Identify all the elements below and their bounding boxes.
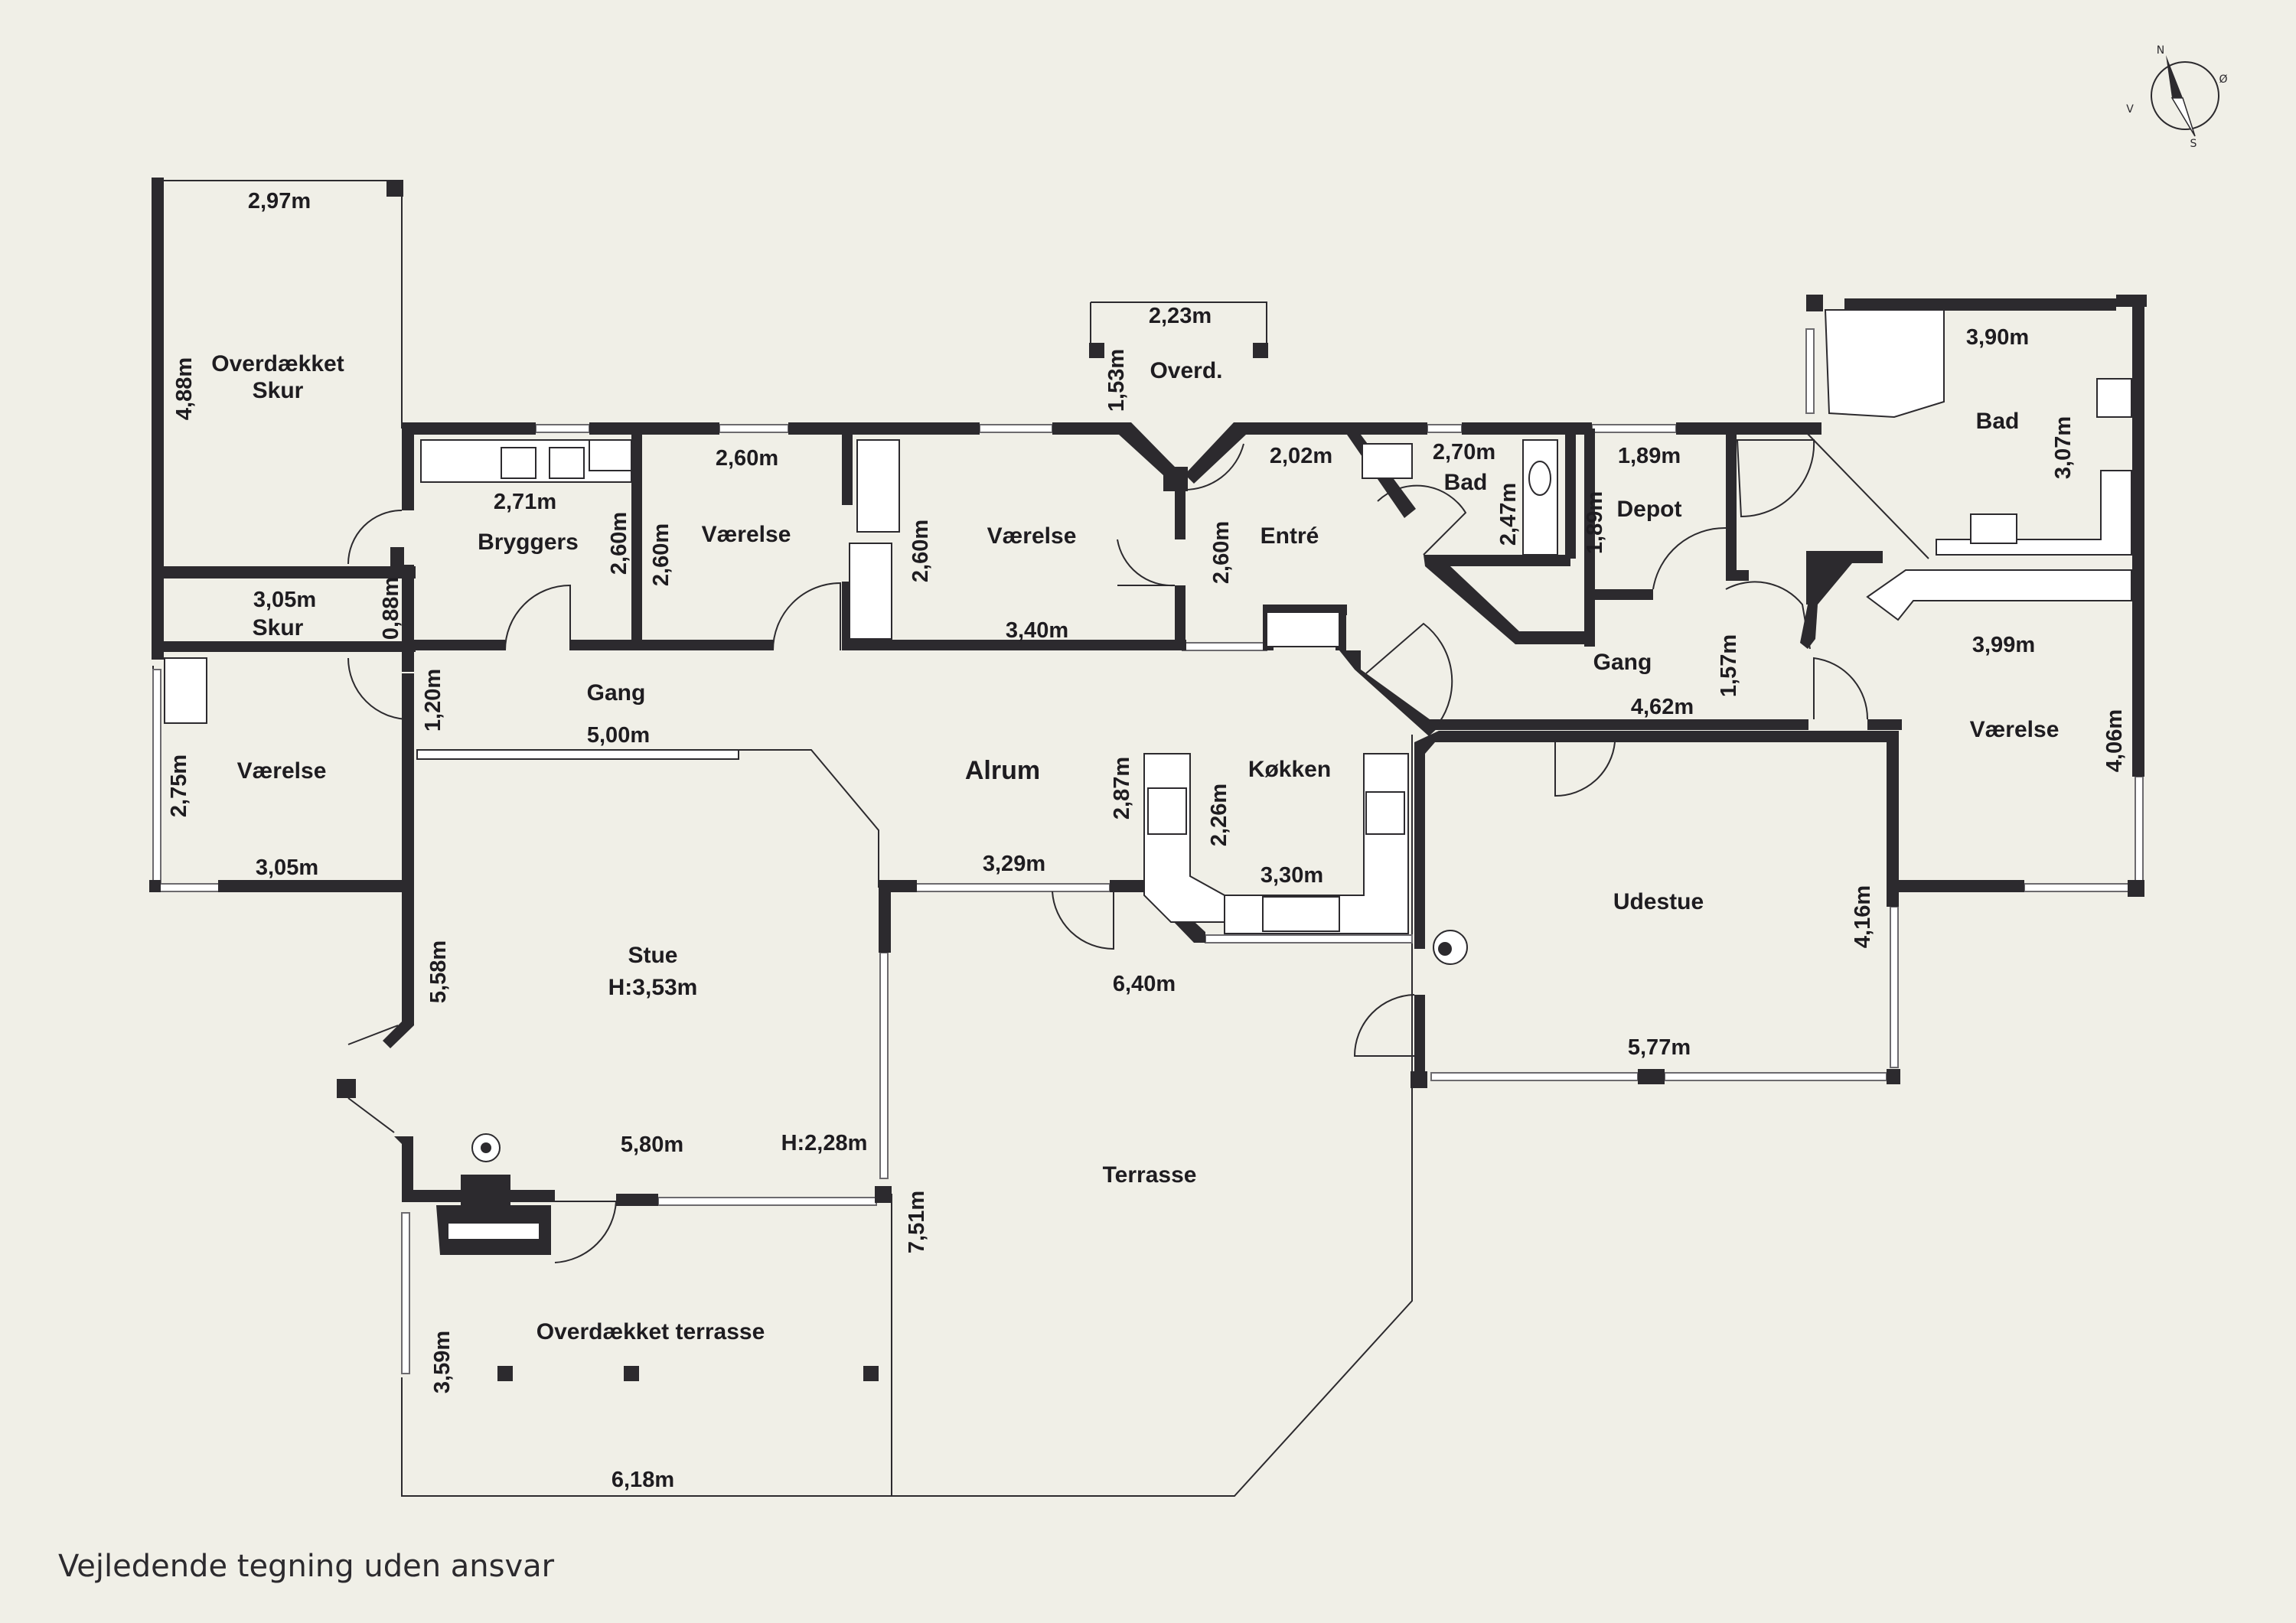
room-label-bad-large: Bad <box>1976 409 2020 434</box>
dim-vaerelse-1-h: 2,60m <box>649 523 673 586</box>
dim-vaerelse-1-w: 2,60m <box>716 446 778 471</box>
room-label-terrasse: Terrasse <box>1103 1162 1197 1188</box>
fixtures <box>164 309 2132 1381</box>
compass-north: N <box>2157 44 2164 57</box>
room-label-bad-small: Bad <box>1444 470 1488 495</box>
dim-entre-w: 2,02m <box>1270 444 1332 468</box>
room-label-koekken: Køkken <box>1248 757 1331 782</box>
dimension-labels: 2,97m 3,05m 2,71m 2,60m 3,40m 2,23m 2,02… <box>167 189 2127 1492</box>
dim-vaerelse-west-h: 2,75m <box>167 754 191 817</box>
room-label-udestue: Udestue <box>1613 889 1704 914</box>
dim-koekken-h-inner: 2,26m <box>1207 784 1231 846</box>
dim-stue-w: 5,80m <box>621 1133 683 1157</box>
room-label-stue-height: H:3,53m <box>608 975 698 1000</box>
dim-entre-h: 2,60m <box>1209 521 1234 584</box>
dim-overdaekket-skur-w: 2,97m <box>248 189 311 213</box>
dim-alrum-w: 3,29m <box>983 852 1045 876</box>
dim-stue-h: 5,58m <box>426 940 451 1003</box>
room-label-bryggers: Bryggers <box>478 530 579 555</box>
room-label-vaerelse-west: Værelse <box>237 758 327 784</box>
dim-vaerelse-2-w: 3,40m <box>1006 618 1068 643</box>
dim-vaerelse-west-w: 3,05m <box>256 855 318 880</box>
compass-west: V <box>2126 103 2134 116</box>
dim-koekken-h-outer: 2,87m <box>1110 757 1134 820</box>
dim-udestue-h: 4,16m <box>1851 885 1875 948</box>
room-label-entre: Entré <box>1261 523 1319 549</box>
compass-east: Ø <box>2219 73 2227 86</box>
dim-bryggers-w: 2,71m <box>494 490 556 514</box>
compass: N Ø S V <box>2126 44 2227 150</box>
room-label-alrum: Alrum <box>965 756 1040 785</box>
compass-south: S <box>2190 138 2197 150</box>
dim-gang-west-w: 5,00m <box>587 723 650 748</box>
room-label-gang-east: Gang <box>1593 650 1652 675</box>
dim-skur-h: 0,88m <box>379 577 403 640</box>
dim-bad-large-w: 3,90m <box>1966 325 2029 350</box>
room-label-depot: Depot <box>1617 497 1682 522</box>
room-label-skur: Skur <box>253 615 304 640</box>
dim-alrum-lower-w: 6,40m <box>1113 972 1176 996</box>
dim-ov-terrasse-w: 6,18m <box>612 1468 674 1492</box>
dim-skur-w: 3,05m <box>253 588 316 612</box>
doors <box>347 443 1869 1263</box>
room-label-overdaekket-skur-1: Overdækket <box>211 351 344 376</box>
dim-koekken-w: 3,30m <box>1261 863 1323 888</box>
room-labels: Overdækket Skur Skur Bryggers Værelse Væ… <box>211 351 2059 1344</box>
dim-bad-small-h: 2,47m <box>1496 483 1521 546</box>
room-label-overd: Overd. <box>1150 358 1222 383</box>
dim-ov-terrasse-h: 3,59m <box>430 1331 455 1393</box>
dim-overd-h: 1,53m <box>1104 349 1129 412</box>
dim-terrasse-h: 7,51m <box>905 1191 929 1253</box>
dim-depot-h: 1,89m <box>1583 491 1607 554</box>
dim-vaerelse-east-w: 3,99m <box>1972 633 2035 657</box>
dim-udestue-w: 5,77m <box>1628 1035 1691 1060</box>
disclaimer-text: Vejledende tegning uden ansvar <box>58 1549 555 1584</box>
dim-gang-east-w: 4,62m <box>1631 695 1694 719</box>
dim-gang-east-h: 1,57m <box>1717 634 1741 697</box>
room-label-gang-west: Gang <box>587 680 646 706</box>
dim-gang-west-h: 1,20m <box>421 669 445 732</box>
dim-bryggers-h: 2,60m <box>607 512 631 575</box>
dim-vaerelse-east-h: 4,06m <box>2102 709 2127 772</box>
dim-bad-small-w: 2,70m <box>1433 440 1495 464</box>
dim-depot-w: 1,89m <box>1618 444 1681 468</box>
dim-vaerelse-2-h: 2,60m <box>908 520 933 582</box>
room-label-stue: Stue <box>628 943 677 968</box>
room-label-vaerelse-1: Værelse <box>702 522 791 547</box>
dim-stue-low-height: H:2,28m <box>781 1131 868 1155</box>
dim-bad-large-h: 3,07m <box>2051 416 2076 479</box>
room-label-overdaekket-skur-2: Skur <box>253 378 304 403</box>
room-label-vaerelse-2: Værelse <box>987 523 1077 549</box>
dim-overdaekket-skur-h: 4,88m <box>172 357 197 420</box>
room-label-vaerelse-east: Værelse <box>1970 717 2060 742</box>
dim-overd-w: 2,23m <box>1149 304 1212 328</box>
room-label-overdaekket-terrasse: Overdækket terrasse <box>536 1319 765 1344</box>
